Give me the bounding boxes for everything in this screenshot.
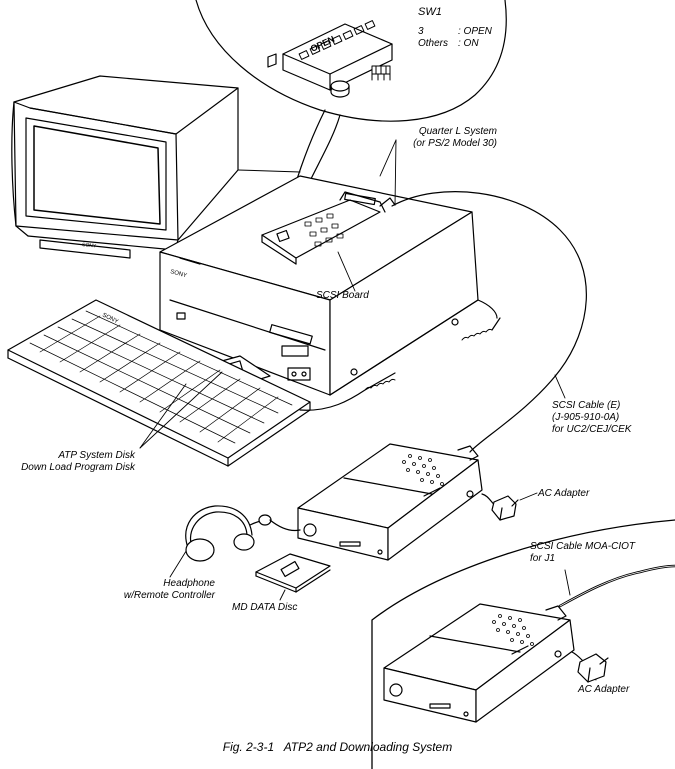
pc-brand: SONY bbox=[169, 269, 187, 279]
scsi-board bbox=[261, 191, 396, 265]
figure-title: ATP2 and Downloading System bbox=[283, 740, 453, 754]
md-data-disc bbox=[255, 553, 331, 593]
label-headphone-line1: Headphone bbox=[163, 578, 215, 589]
leader-ac-1 bbox=[519, 492, 538, 501]
headphone bbox=[185, 505, 301, 562]
label-scsi-cable-moa-line2: for J1 bbox=[530, 553, 556, 564]
label-atp-disk-line2: Down Load Program Disk bbox=[21, 462, 135, 473]
dip-switch-detail: OPEN bbox=[267, 20, 393, 98]
leader-scsi-moa bbox=[564, 569, 571, 596]
label-md-data-disc: MD DATA Disc bbox=[232, 602, 298, 613]
j1-panel bbox=[371, 519, 675, 769]
label-ac-adapter-1: AC Adapter bbox=[538, 488, 590, 499]
sw1-setting-row: 3 : OPEN bbox=[418, 26, 492, 38]
sw1-settings: SW1 3 : OPEN Others : ON bbox=[418, 6, 492, 50]
sw1-setting-value: : OPEN bbox=[458, 26, 492, 37]
label-scsi-cable-e-line3: for UC2/CEJ/CEK bbox=[552, 424, 632, 435]
label-atp-disk-line1: ATP System Disk bbox=[58, 450, 135, 461]
label-headphone-line2: w/Remote Controller bbox=[123, 590, 215, 601]
ac-adapter-1 bbox=[481, 493, 519, 521]
leader-quarter-l-2 bbox=[394, 139, 397, 206]
label-headphone: Headphone w/Remote Controller bbox=[124, 578, 215, 602]
leader-scsi-e bbox=[554, 374, 566, 399]
sw1-setting-key: 3 bbox=[418, 26, 424, 37]
leader-md-disc bbox=[279, 589, 286, 601]
label-scsi-cable-e-line2: (J-905-910-0A) bbox=[552, 412, 620, 423]
figure-caption: Fig. 2-3-1 ATP2 and Downloading System bbox=[0, 740, 675, 754]
label-scsi-cable-moa: SCSI Cable MOA-CIOT for J1 bbox=[530, 541, 635, 565]
scsi-cable-e bbox=[391, 191, 587, 453]
leader-scsi-board bbox=[337, 251, 356, 292]
label-quarter-l-line1: Quarter L System bbox=[418, 126, 497, 137]
figure-number: Fig. 2-3-1 bbox=[222, 740, 275, 754]
sw1-setting-row: Others : ON bbox=[418, 38, 492, 50]
label-scsi-cable-e-line1: SCSI Cable (E) bbox=[552, 400, 621, 411]
leader-atp-disk-2 bbox=[139, 371, 223, 449]
leader-headphone bbox=[169, 547, 189, 578]
scsi-cable-moa bbox=[558, 564, 675, 608]
label-scsi-cable-e: SCSI Cable (E) (J-905-910-0A) for UC2/CE… bbox=[552, 400, 631, 436]
sw1-title: SW1 bbox=[418, 6, 442, 18]
ac-adapter-2 bbox=[571, 651, 609, 683]
monitor: SONY bbox=[11, 75, 301, 259]
label-ac-adapter-2: AC Adapter bbox=[578, 684, 630, 695]
keyboard: SONY bbox=[7, 299, 311, 467]
detail-callout-arc bbox=[195, 0, 507, 122]
md-drive-2 bbox=[383, 603, 575, 723]
label-quarter-l-line2: (or PS/2 Model 30) bbox=[413, 138, 497, 149]
leader-atp-disk bbox=[139, 383, 187, 449]
label-scsi-board: SCSI Board bbox=[316, 290, 369, 301]
leader-quarter-l bbox=[379, 139, 397, 177]
label-scsi-cable-moa-line1: SCSI Cable MOA-CIOT bbox=[530, 541, 636, 552]
label-atp-disk: ATP System Disk Down Load Program Disk bbox=[21, 450, 135, 474]
sw1-setting-value: : ON bbox=[458, 38, 479, 49]
md-drive-1 bbox=[297, 443, 483, 561]
sw1-setting-key: Others bbox=[418, 38, 449, 49]
label-quarter-l: Quarter L System (or PS/2 Model 30) bbox=[413, 126, 497, 150]
